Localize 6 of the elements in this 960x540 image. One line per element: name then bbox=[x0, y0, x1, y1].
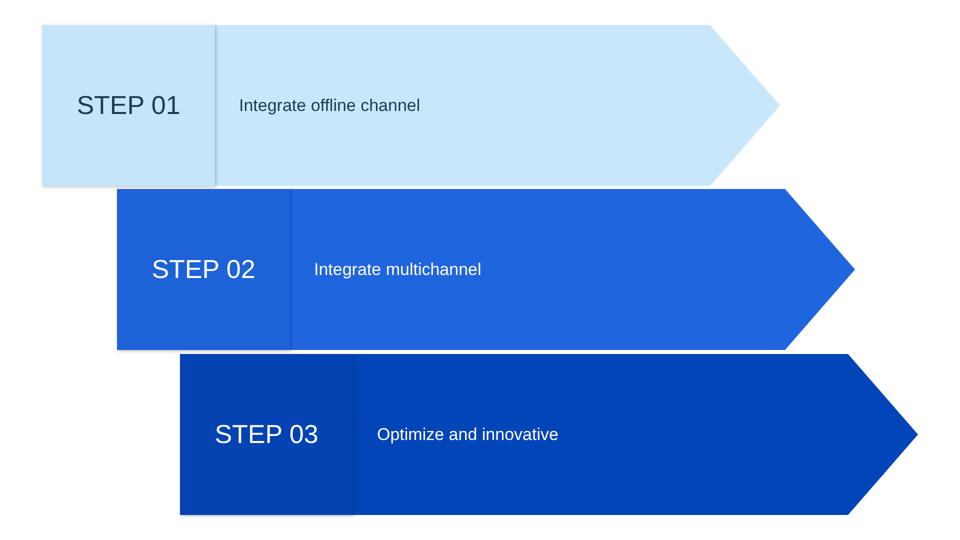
step-description: Integrate multichannel bbox=[314, 258, 482, 280]
step-label: STEP 01 bbox=[42, 25, 215, 186]
step-label: STEP 02 bbox=[117, 189, 290, 350]
step-label: STEP 03 bbox=[180, 354, 353, 515]
step-description: Optimize and innovative bbox=[377, 424, 558, 446]
step-description: Integrate offline channel bbox=[239, 94, 420, 116]
